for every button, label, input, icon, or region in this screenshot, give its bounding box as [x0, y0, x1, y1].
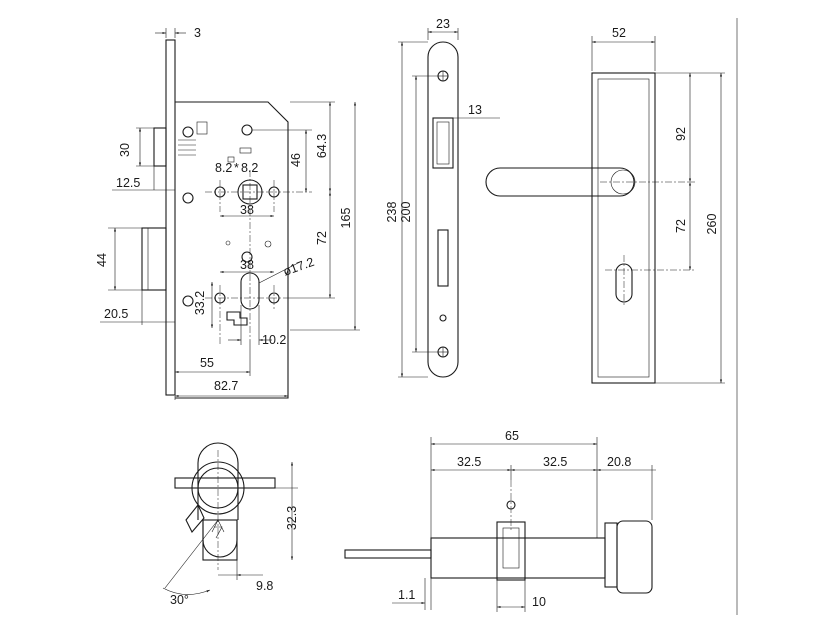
- cylinder-body: [202, 519, 238, 561]
- dim-top-643: 64.3: [315, 134, 329, 158]
- dim-plate: 3: [194, 26, 201, 40]
- screw-hole: [241, 251, 253, 263]
- dim-square-a: 8.2: [215, 161, 232, 175]
- faceplate-view: 23 13 238 200: [385, 17, 500, 378]
- cylinder-front-view: 32.3 9.8 30°: [162, 442, 299, 607]
- dim-cyl-angle: 30°: [170, 593, 189, 607]
- dim-offset: 20.5: [104, 307, 128, 321]
- lever-handle: [485, 167, 635, 197]
- bolt-opening: [437, 229, 449, 287]
- cylinder-barrel: [430, 537, 606, 579]
- dim-plate-92: 92: [674, 127, 688, 141]
- dim-spacing-38a: 38: [240, 203, 254, 217]
- cylinder-cam-block: [496, 521, 526, 581]
- cylinder-hole: [240, 272, 260, 310]
- handle-plate-view: 52 92 72 260: [485, 26, 725, 384]
- knob-collar: [604, 522, 618, 588]
- key-blade: [344, 549, 432, 559]
- keyhole: [615, 263, 633, 303]
- dim-knob-208: 20.8: [607, 455, 631, 469]
- dim-cam-11: 1.1: [398, 588, 415, 602]
- dim-spacing-38b: 38: [240, 258, 254, 272]
- dim-faceplate-200: 200: [399, 202, 413, 223]
- lock-case: [175, 101, 289, 399]
- dim-square-b: 8.2: [241, 161, 258, 175]
- thumb-turn-knob: [616, 520, 653, 594]
- screw-hole: [182, 295, 194, 307]
- dim-depth-827: 82.7: [214, 379, 238, 393]
- pin-hole: [264, 240, 272, 248]
- dim-handle-72: 72: [315, 231, 329, 245]
- dim-half-b: 32.5: [543, 455, 567, 469]
- cam-slot: [226, 311, 248, 326]
- latch-bolt: [153, 127, 167, 167]
- faceplate: [427, 41, 459, 378]
- dim-latch-height: 30: [118, 143, 132, 157]
- cylinder-profile-top: [197, 442, 239, 520]
- dim-faceplate-width: 23: [436, 17, 450, 31]
- cylinder-profile-bottom: [202, 520, 238, 558]
- cylinder-flange: [174, 477, 276, 489]
- dim-height-165: 165: [339, 208, 353, 229]
- dim-top-46: 46: [289, 153, 303, 167]
- faceplate-hole: [439, 314, 447, 322]
- dim-half-a: 32.5: [457, 455, 481, 469]
- lock-faceplate: [165, 39, 176, 396]
- dim-latch-opening: 13: [468, 103, 482, 117]
- escutcheon-plate: [591, 72, 656, 384]
- dim-latch-offset: 12.5: [116, 176, 140, 190]
- dim-cylinder-102: 10.2: [262, 333, 286, 347]
- dim-cam-10: 10: [532, 595, 546, 609]
- dim-cylinder-332: 33.2: [193, 291, 207, 315]
- deadbolt: [141, 227, 167, 291]
- cylinder-side-view: 65 32.5 32.5 20.8 1.1 10: [344, 429, 656, 612]
- screw-hole: [241, 124, 253, 136]
- screw-hole: [182, 192, 194, 204]
- dim-cyl-98: 9.8: [256, 579, 273, 593]
- dim-plate-72: 72: [674, 219, 688, 233]
- dim-plate-width: 52: [612, 26, 626, 40]
- dim-plate-260: 260: [705, 214, 719, 235]
- dim-square-sep: *: [234, 161, 239, 175]
- lock-body-view: 3 30 12.5 44 20.5 64.3 46 165 72: [95, 26, 360, 400]
- latch-opening: [432, 117, 454, 169]
- cam: [185, 503, 205, 533]
- dim-backset-55: 55: [200, 356, 214, 370]
- dim-deadbolt: 44: [95, 253, 109, 267]
- dim-faceplate-238: 238: [385, 202, 399, 223]
- dim-cyl-height: 32.3: [285, 506, 299, 530]
- latch-spring: [178, 139, 196, 156]
- screw-hole: [182, 126, 194, 138]
- escutcheon-inner: [597, 78, 650, 378]
- dim-total-65: 65: [505, 429, 519, 443]
- dim-bolt-dia: ø17.2: [281, 255, 316, 279]
